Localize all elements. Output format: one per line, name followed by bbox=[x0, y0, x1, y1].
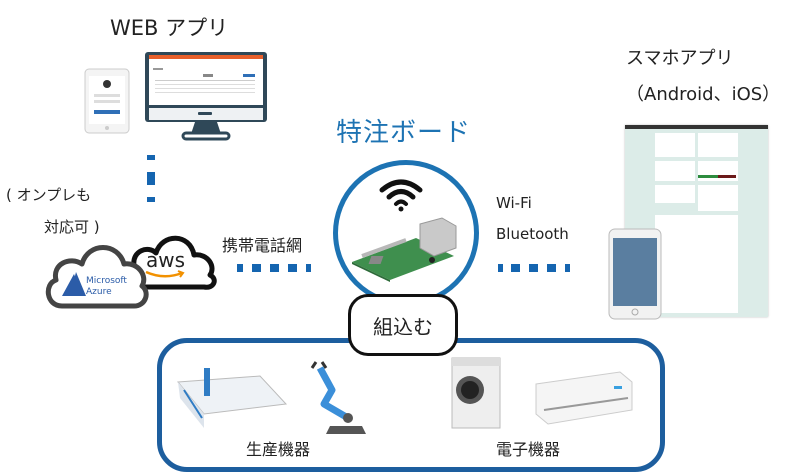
tablet-icon bbox=[84, 68, 130, 134]
cloud-azure-icon bbox=[45, 245, 149, 309]
connection-dash bbox=[529, 264, 538, 272]
connection-dash bbox=[237, 264, 243, 272]
smartphone-icon bbox=[608, 228, 662, 320]
cellular-network-label: 携帯電話網 bbox=[222, 236, 303, 255]
air-conditioner-icon bbox=[535, 371, 633, 425]
custom-board-title: 特注ボード bbox=[336, 118, 472, 148]
onpremise-label-line2: 対応可 ) bbox=[44, 218, 100, 236]
embed-badge: 組込む bbox=[348, 294, 458, 356]
connection-dash bbox=[270, 264, 279, 272]
monitor-icon bbox=[145, 52, 267, 141]
wifi-label: Wi-Fi bbox=[496, 194, 532, 212]
robot-arm-icon bbox=[310, 361, 366, 434]
aws-logo-text: aws bbox=[146, 248, 186, 272]
aws-smile-icon bbox=[145, 270, 185, 278]
production-equipment-label: 生産機器 bbox=[246, 440, 311, 459]
raspberry-pi-board-icon bbox=[352, 217, 457, 282]
connection-dash bbox=[306, 264, 311, 272]
connection-dash bbox=[288, 264, 297, 272]
connection-dash bbox=[147, 172, 155, 185]
connection-dash bbox=[252, 264, 261, 272]
azure-logo-line2: Azure bbox=[86, 287, 112, 297]
electronic-devices-label: 電子機器 bbox=[496, 440, 561, 459]
connection-dash bbox=[498, 264, 503, 272]
azure-logo-text: Microsoft Azure bbox=[86, 276, 127, 298]
connection-dash bbox=[511, 264, 520, 272]
cutting-machine-icon bbox=[177, 368, 288, 428]
connection-dash bbox=[147, 197, 155, 202]
washing-machine-icon bbox=[451, 357, 501, 429]
connection-dash bbox=[565, 264, 570, 272]
connection-dash bbox=[547, 264, 556, 272]
smartphone-platforms-label: （Android、iOS） bbox=[626, 84, 781, 105]
web-app-label: WEB アプリ bbox=[110, 16, 229, 40]
connection-dash bbox=[147, 155, 155, 160]
smartphone-app-label: スマホアプリ bbox=[626, 48, 734, 69]
azure-logo-line1: Microsoft bbox=[86, 276, 127, 286]
onpremise-label-line1: ( オンプレも bbox=[6, 186, 92, 204]
bluetooth-label: Bluetooth bbox=[496, 225, 569, 243]
wifi-icon bbox=[379, 179, 423, 212]
embed-label: 組込む bbox=[373, 314, 433, 339]
